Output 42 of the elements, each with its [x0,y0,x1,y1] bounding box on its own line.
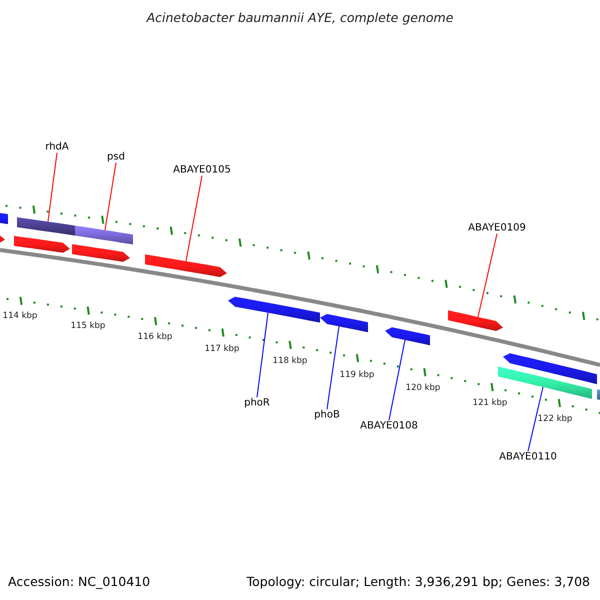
gene-block [448,310,503,332]
gene-block [503,353,597,384]
gene-label: phoB [314,409,340,421]
gene-block [385,327,430,346]
gene-label: ABAYE0110 [499,451,557,463]
scale-label: 122 kbp [538,415,572,425]
chart-title: Acinetobacter baumannii AYE, complete genome [146,10,454,26]
scale-label: 121 kbp [472,399,508,409]
accession-text: Accession: NC_010410 [8,574,150,590]
gene-label: ABAYE0109 [468,222,526,234]
leader-line [48,152,58,222]
scale-label: 115 kbp [70,322,106,332]
scale-label: 120 kbp [406,384,440,394]
leader-line [256,312,268,398]
gene-block [228,296,320,323]
gene-block [498,366,592,399]
gene-block [597,389,600,402]
scale-label: 116 kbp [138,333,172,343]
gene-block [75,226,133,244]
gene-block [0,233,5,244]
leader-line [186,175,202,262]
gene-block [0,212,8,224]
gene-block [320,314,368,332]
scale-label: 118 kbp [272,357,308,367]
gene-block [72,244,130,262]
gene-label: rhdA [45,141,69,153]
leader-line [326,326,340,410]
gene-block [145,254,227,278]
scale-label: 119 kbp [340,371,374,381]
genome-info-text: Topology: circular; Length: 3,936,291 bp; Genes: 3,708 [246,574,590,590]
gene-block [17,217,75,236]
leader-line [528,386,544,452]
scale-label: 117 kbp [204,345,240,355]
leader-line [478,233,498,318]
gene-label: phoR [244,397,270,409]
gene-label: ABAYE0105 [173,164,231,176]
leader-line [388,339,406,421]
gene-label: ABAYE0108 [360,420,418,432]
gene-block [14,236,70,253]
scale-label: 114 kbp [2,312,38,322]
gene-label: psd [107,151,125,163]
leader-line [104,162,116,231]
